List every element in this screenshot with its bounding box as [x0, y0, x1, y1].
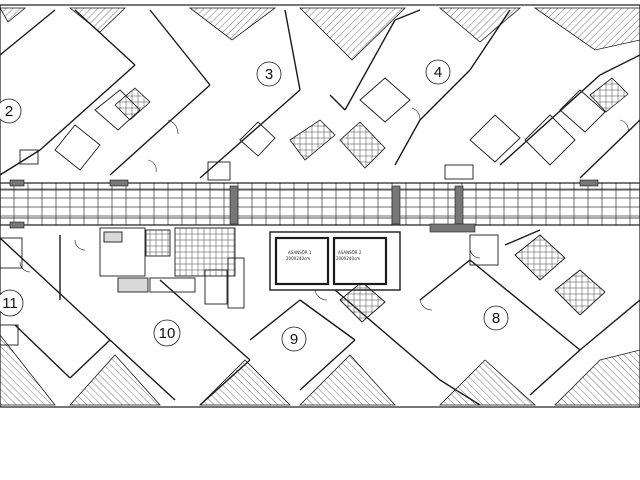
- bottom-balconies: [0, 334, 640, 406]
- building-outline: [0, 4, 640, 408]
- top-stairs: [114, 77, 629, 169]
- unit-4: 4: [425, 59, 451, 85]
- top-door-swings: [147, 107, 629, 173]
- elevator-2-title: ASANSÖR 2: [338, 250, 362, 255]
- corridor: [0, 182, 640, 226]
- svg-text:10: 10: [159, 325, 176, 342]
- unit-2: 2: [0, 98, 22, 124]
- top-balconies: [0, 7, 640, 61]
- bottom-door-swings: [19, 239, 481, 311]
- unit-11: 11: [0, 289, 24, 317]
- bottom-service-rooms: [0, 227, 606, 346]
- svg-text:3: 3: [265, 66, 273, 83]
- corridor-columns: [9, 179, 599, 233]
- unit-10: 10: [153, 319, 181, 347]
- elevator-block: ASANSÖR 1 200X240cm ASANSÖR 2 200X240cm: [269, 231, 401, 291]
- bottom-unit-walls: [0, 229, 640, 406]
- elevator-1: [274, 236, 330, 286]
- svg-text:2: 2: [5, 103, 13, 120]
- svg-text:4: 4: [434, 64, 442, 81]
- svg-text:8: 8: [492, 310, 500, 327]
- svg-text:9: 9: [290, 331, 298, 348]
- elevator-2: [332, 236, 388, 286]
- unit-8: 8: [483, 305, 509, 331]
- unit-labels: 2 3 4 8 9 10 11: [0, 59, 509, 352]
- elevator-1-title: ASANSÖR 1: [288, 250, 312, 255]
- elevator-1-size: 200X240cm: [286, 256, 310, 261]
- top-unit-walls: [0, 9, 640, 179]
- svg-text:11: 11: [2, 295, 18, 312]
- unit-3: 3: [256, 61, 282, 87]
- elevator-2-size: 200X240cm: [336, 256, 360, 261]
- unit-9: 9: [281, 326, 307, 352]
